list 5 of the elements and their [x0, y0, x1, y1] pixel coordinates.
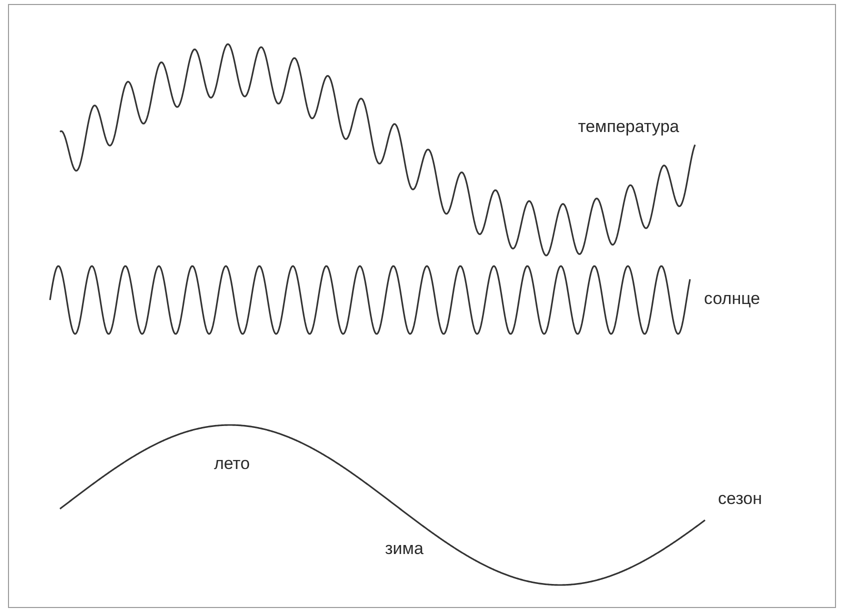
wave-label: зима	[385, 539, 424, 560]
wave-label: сезон	[718, 489, 762, 510]
wave-label: температура	[578, 117, 680, 138]
wave-label: солнце	[704, 289, 760, 310]
wave-label: лето	[214, 454, 250, 474]
